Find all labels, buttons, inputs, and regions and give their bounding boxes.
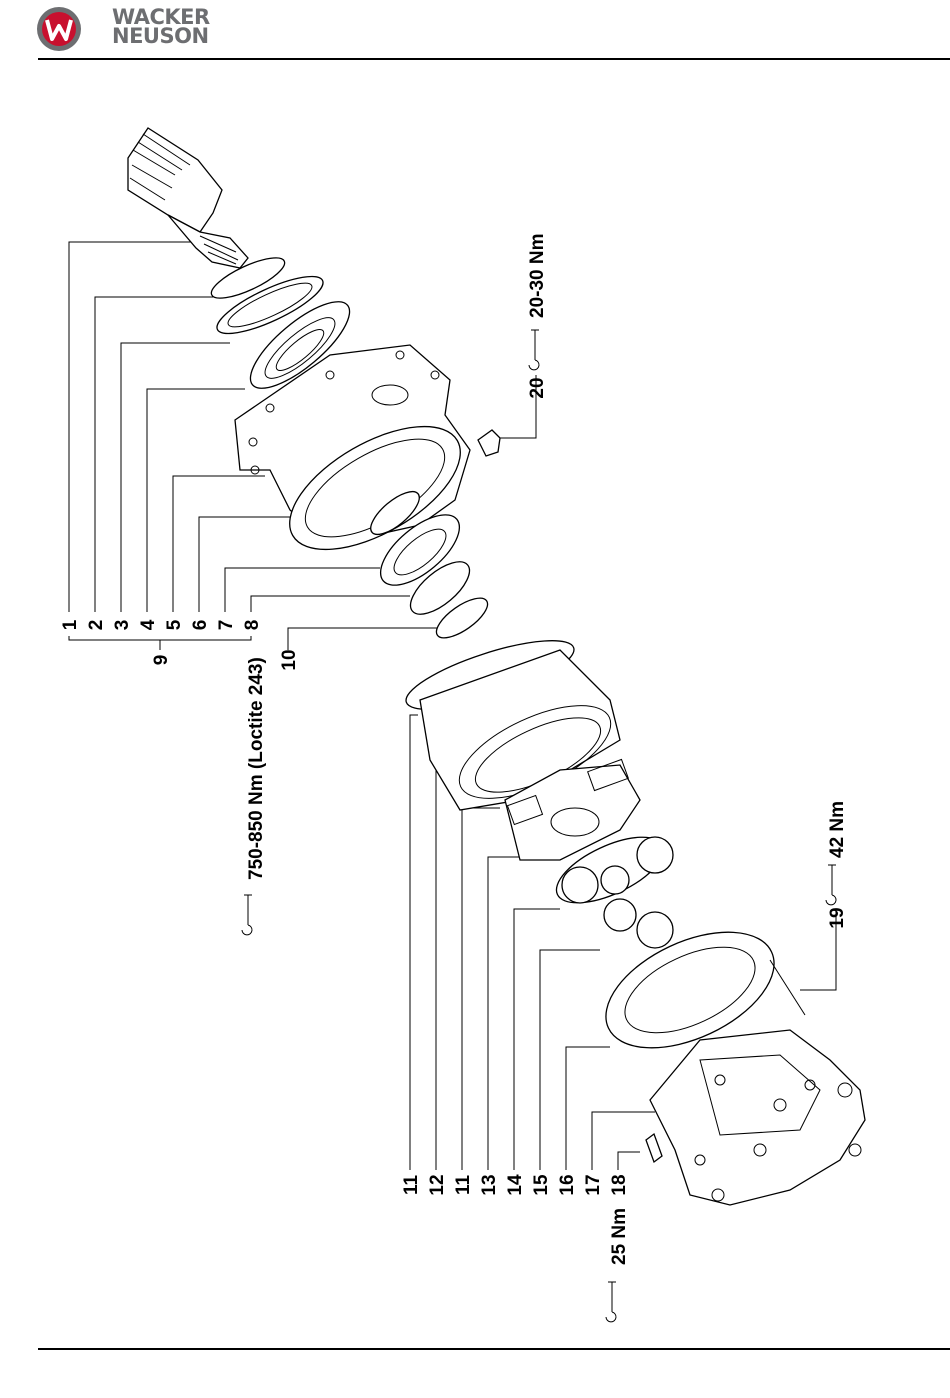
callout-9: 9 xyxy=(151,655,172,666)
callout-15: 15 xyxy=(531,1174,552,1196)
parts-drawing xyxy=(128,128,865,1205)
callout-8: 8 xyxy=(242,620,263,631)
callout-18: 18 xyxy=(609,1174,630,1195)
output-shaft xyxy=(128,128,248,268)
torque-wrench-icon xyxy=(826,865,836,905)
torque-wrench-icon xyxy=(242,895,252,935)
callout-12: 12 xyxy=(427,1174,448,1195)
callout-6: 6 xyxy=(190,620,211,631)
callout-16: 16 xyxy=(557,1174,578,1195)
callout-11a: 11 xyxy=(401,1175,422,1196)
callout-14: 14 xyxy=(505,1174,526,1196)
callout-11b: 11 xyxy=(453,1175,474,1196)
callout-13: 13 xyxy=(479,1174,500,1195)
hydraulic-motor xyxy=(650,1030,865,1205)
torque-wrench-icon xyxy=(606,1282,616,1322)
torque-plug: 20-30 Nm xyxy=(527,234,548,319)
callout-17: 17 xyxy=(583,1174,604,1195)
callout-19: 19 xyxy=(827,907,848,928)
callout-20: 20 xyxy=(527,377,548,398)
callout-10: 10 xyxy=(279,649,300,670)
callout-5: 5 xyxy=(164,619,185,630)
torque-screw: 25 Nm xyxy=(609,1208,630,1265)
callout-2: 2 xyxy=(86,620,107,631)
callout-3: 3 xyxy=(112,620,133,631)
torque-wrench-icon xyxy=(529,330,539,370)
callout-1: 1 xyxy=(60,619,81,630)
callout-4: 4 xyxy=(138,619,159,630)
callout-7: 7 xyxy=(216,620,237,631)
torque-main: 750-850 Nm (Loctite 243) xyxy=(246,657,267,880)
torque-bolt: 42 Nm xyxy=(827,801,848,858)
